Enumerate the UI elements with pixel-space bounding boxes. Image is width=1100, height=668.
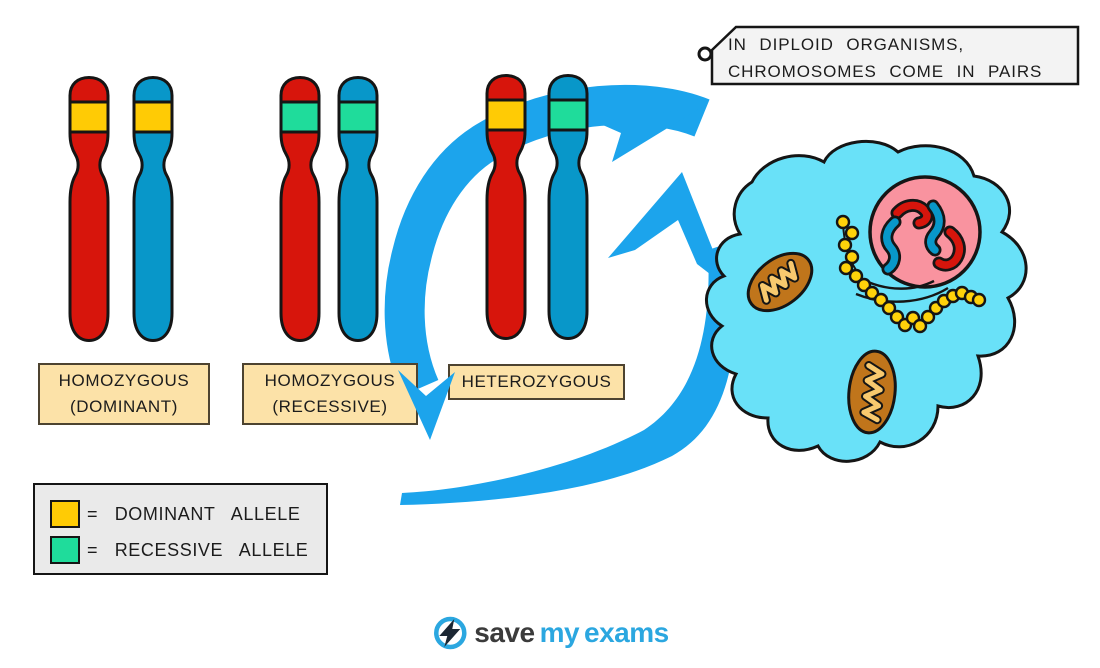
mitochondrion-icon — [746, 251, 814, 313]
allele-band-recessive — [339, 100, 377, 134]
nuclear-chromosomes — [880, 199, 966, 276]
recessive-allele-swatch — [50, 536, 80, 564]
label-line: HOMOZYGOUS — [264, 371, 396, 390]
tag-text: IN DIPLOID ORGANISMS, CHROMOSOMES COME I… — [728, 31, 1076, 85]
tag-shape — [697, 25, 1080, 86]
savemyexams-logo: save my exams — [431, 614, 669, 652]
label-homozygous-dominant: HOMOZYGOUS (DOMINANT) — [38, 363, 210, 425]
label-heterozygous: HETEROZYGOUS — [448, 364, 625, 400]
chromosome-red-green-band-1 — [279, 76, 321, 342]
allele-band-dominant — [70, 100, 108, 134]
logo-word-save: save — [474, 617, 535, 648]
cycle-arrow-up-head — [608, 172, 728, 288]
legend-recessive-text: = RECESSIVE ALLELE — [87, 539, 309, 560]
arrow-down-icon — [398, 370, 455, 440]
ribosome-chain — [835, 214, 987, 334]
tag-body — [710, 25, 1080, 86]
chromosome-blue-green-band-1 — [337, 76, 379, 342]
allele-legend: = DOMINANT ALLELE = RECESSIVE ALLELE — [33, 483, 328, 575]
nucleus — [868, 175, 982, 289]
dominant-allele-swatch — [50, 500, 80, 528]
allele-band-recessive — [281, 100, 319, 134]
tag-ring-icon — [697, 46, 713, 62]
cycle-arrow-top-flick — [596, 107, 702, 162]
cycle-arrow-bottom-shaft — [400, 240, 739, 505]
tag-line-1: IN DIPLOID ORGANISMS, — [728, 35, 964, 54]
lightning-bolt-icon — [434, 616, 467, 650]
tag-line-2: CHROMOSOMES COME IN PAIRS — [728, 62, 1043, 81]
cycle-arrow-down-head — [398, 370, 455, 440]
chromosome-blue-green-band-2 — [547, 74, 589, 340]
allele-band-dominant — [487, 98, 525, 132]
endoplasmic-reticulum — [855, 279, 949, 303]
label-line: HOMOZYGOUS — [58, 371, 190, 390]
label-line: (RECESSIVE) — [272, 397, 388, 416]
label-homozygous-recessive: HOMOZYGOUS (RECESSIVE) — [242, 363, 418, 425]
allele-band-dominant — [134, 100, 172, 134]
allele-band-recessive — [549, 98, 587, 132]
cycle-arrow-left-shaft — [384, 84, 710, 396]
chromosome-red-yellow-band-1 — [68, 76, 110, 342]
label-line: (DOMINANT) — [70, 397, 178, 416]
label-line: HETEROZYGOUS — [461, 372, 612, 391]
legend-dominant-text: = DOMINANT ALLELE — [87, 503, 301, 524]
chromosome-blue-yellow-band-1 — [132, 76, 174, 342]
chromosome-red-yellow-band-2 — [485, 74, 527, 340]
logo-word-exams: exams — [584, 617, 669, 648]
logo-word-my: my — [539, 617, 580, 648]
mitochondrion-icon — [847, 349, 897, 435]
